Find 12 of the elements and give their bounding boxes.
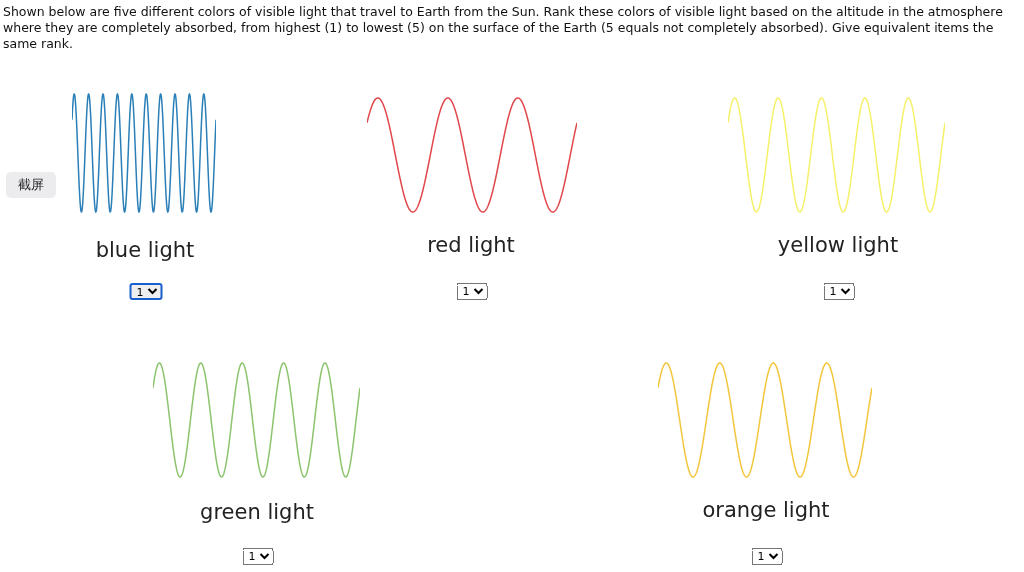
rank-dropdown: 1 [751,548,783,565]
wave-caption: blue light [95,238,195,262]
wave-caption: orange light [702,498,830,522]
rank-dropdown: 1 [242,548,274,565]
screenshot-button: 截屏 [6,172,56,198]
wave-caption: red light [427,233,515,257]
question-text: Shown below are five different colors of visible light that travel to Earth from the Sun. Rank these colors of visible light based on the altitude in the atmosphere where they are completely absorbed, from highest (1) to lowest (5) on the surface of the Earth (5 equals not completely absorbed). Give equivalent items the same rank. [3,4,1004,52]
wave-caption: yellow light [777,233,899,257]
rank-dropdown: 1 [129,283,163,300]
rank-dropdown: 1 [823,283,855,300]
wave-caption: green light [200,500,314,524]
rank-dropdown: 1 [456,283,488,300]
